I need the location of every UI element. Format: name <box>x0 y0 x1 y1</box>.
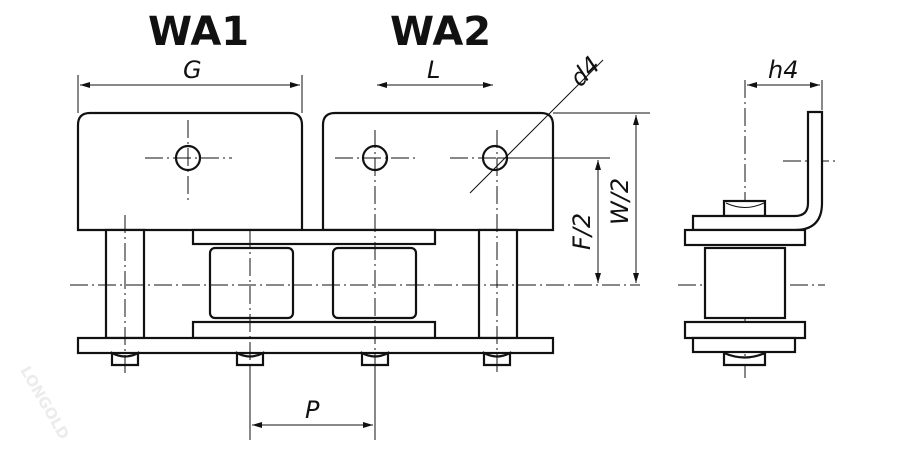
side-view <box>683 110 824 367</box>
outer-plate-bottom <box>76 336 555 355</box>
dim-h4-label: h4 <box>768 56 798 84</box>
dim-l-label: L <box>427 56 440 84</box>
inner-plate-bottom <box>191 320 437 340</box>
dim-p-label: P <box>305 396 320 424</box>
inner-plate-top <box>191 228 437 246</box>
wa2-title: WA2 <box>390 9 491 55</box>
wa1-title: WA1 <box>148 9 249 55</box>
watermark-layer: LONGOLD <box>17 363 73 442</box>
dim-f2-label: F/2 <box>568 213 596 250</box>
wa2-attachment-plate <box>321 111 555 232</box>
pin-right <box>477 228 519 340</box>
dimension-lines <box>77 59 823 440</box>
wa1-attachment-plate <box>76 111 304 232</box>
pin-heads <box>110 351 512 367</box>
watermark-text: LONGOLD <box>17 363 73 442</box>
dim-w2-label: W/2 <box>606 178 634 225</box>
dim-d4-label: d4 <box>564 51 605 92</box>
dim-g-label: G <box>183 56 202 84</box>
roller-1 <box>208 246 295 320</box>
